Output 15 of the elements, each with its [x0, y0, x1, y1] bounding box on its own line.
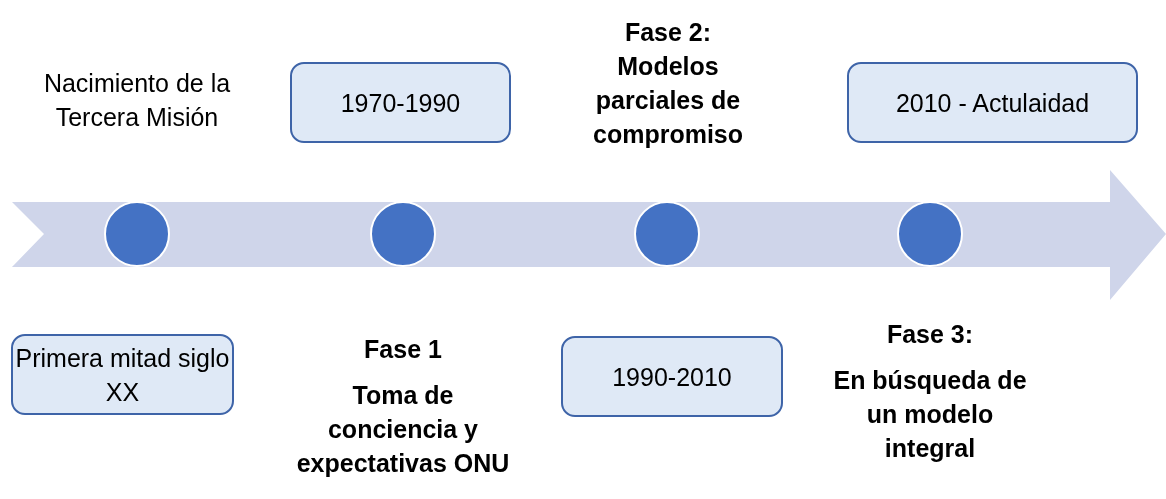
phase-heading: Fase 3:	[886, 319, 974, 350]
date-box	[847, 62, 1138, 143]
milestone-text: Nacimiento de la Tercera Misión	[42, 68, 232, 133]
phase-description: Modelos parciales de compromiso	[592, 51, 744, 150]
date-label: 1990-2010	[612, 361, 732, 393]
date-label: 2010 - Actulaidad	[895, 87, 1090, 119]
date-box	[561, 336, 783, 417]
phase-heading: Fase 1	[364, 334, 442, 365]
phase-heading: Fase 2:	[624, 17, 712, 48]
date-label: 1970-1990	[340, 87, 461, 119]
date-label: Primera mitad siglo XX	[14, 342, 231, 408]
date-box	[11, 334, 234, 415]
phase-description: Toma de conciencia y expectativas ONU	[295, 380, 511, 479]
date-box	[290, 62, 511, 143]
phase-description: En búsqueda de un modelo integral	[832, 365, 1028, 464]
